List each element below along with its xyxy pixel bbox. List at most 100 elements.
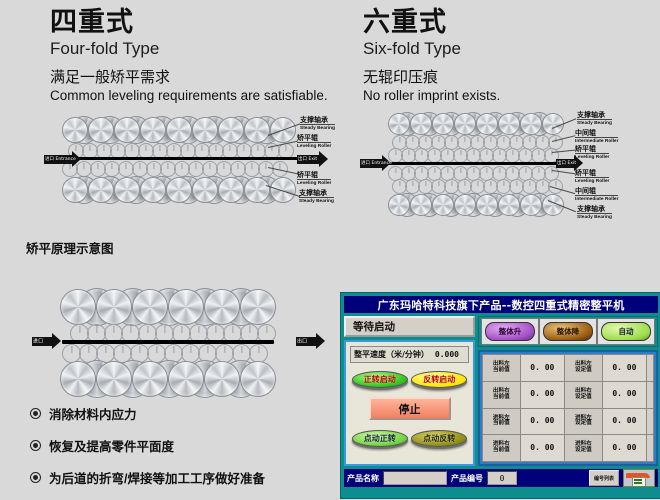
label-line-1: 进料左	[492, 414, 510, 421]
left-cn-title: 四重式	[50, 7, 134, 37]
hmi-panel: 广东玛哈特科技旗下产品--数控四重式精密整平机 等待启动 整平速度（米/分钟） …	[340, 292, 660, 499]
jog-reverse-button[interactable]: 点动反转	[411, 430, 468, 447]
row-current-label: 进料左 当前值	[482, 407, 521, 436]
raise-all-button-wrap: 整体升	[481, 318, 539, 345]
table-row: 进料右 当前值 0. 00 进料右 设定值 0. 00	[482, 434, 654, 462]
row-set-value[interactable]: 0. 00	[601, 434, 648, 462]
product-number-label: 产品编号	[451, 473, 483, 483]
start-button-row: 正转启动 反转启动	[350, 371, 469, 388]
callout-cn: 支撑轴承	[300, 117, 328, 124]
bullet-item: 为后道的折弯/焊接等加工工序做好准备	[30, 468, 265, 487]
four-fold-roller-diagram	[60, 116, 312, 220]
reverse-start-button[interactable]: 反转启动	[411, 371, 468, 388]
callout-en: Steady Bearing	[577, 119, 612, 126]
label-line-1: 进料右	[492, 441, 510, 448]
metal-sheet-strip	[60, 157, 306, 160]
callout-cn: 中间辊	[575, 188, 596, 195]
forward-start-button[interactable]: 正转启动	[351, 371, 408, 388]
callout-cn: 矫平辊	[575, 170, 596, 177]
hmi-right-column: 整体升 整体降 自动 出料左 当前值	[478, 316, 658, 466]
product-number-input[interactable]: 0	[487, 471, 517, 485]
row-current-value[interactable]: 0. 00	[519, 434, 566, 462]
callout-cn: 支撑轴承	[299, 190, 327, 197]
callout-cn: 矫平辊	[297, 172, 318, 179]
label-line-2: 设定值	[574, 420, 592, 427]
callout-cn: 中间辊	[575, 130, 596, 137]
table-row: 出料右 当前值 0. 00 出料右 设定值 0. 00	[482, 380, 654, 409]
callout-en: Intermediate Roller	[575, 195, 619, 202]
auto-mode-button[interactable]: 自动	[601, 322, 651, 341]
gap-adjust-button-bar: 整体升 整体降 自动	[478, 316, 658, 347]
six-fold-callout-2: 矫平辊 Leveling Roller	[575, 146, 610, 160]
machine-thumbnail-icon[interactable]	[623, 469, 655, 487]
four-fold-callout-3: 支撑轴承 Steady Bearing	[299, 190, 334, 204]
leveling-speed-label: 整平速度（米/分钟）	[354, 350, 429, 359]
six-fold-roller-diagram	[386, 112, 573, 224]
bullet-text: 恢复及提高零件平面度	[49, 440, 175, 454]
row-spacer	[646, 407, 654, 436]
principle-exit-arrow: 出口	[296, 333, 325, 349]
number-list-button[interactable]: 编号列表	[589, 470, 619, 486]
right-heading-block: 六重式 Six-fold Type 无辊印压痕 No roller imprin…	[363, 8, 653, 105]
hmi-body: 等待启动 整平速度（米/分钟） 0.000 正转启动 反转启动 停止 点动正转 …	[344, 316, 658, 466]
bullet-item: 消除材料内应力	[30, 404, 265, 423]
six-fold-callout-4: 中间辊 Intermediate Roller	[575, 188, 619, 202]
lower-all-button[interactable]: 整体降	[543, 322, 593, 341]
six-fold-entrance-label: 进口 Entrance	[361, 161, 392, 166]
product-name-input[interactable]	[383, 471, 447, 485]
callout-cn: 支撑轴承	[577, 206, 605, 213]
row-set-value[interactable]: 0. 00	[601, 354, 648, 382]
hmi-left-column: 等待启动 整平速度（米/分钟） 0.000 正转启动 反转启动 停止 点动正转 …	[344, 316, 475, 466]
bullet-dot-icon	[30, 408, 41, 419]
bullet-text: 为后道的折弯/焊接等加工工序做好准备	[49, 472, 265, 486]
right-cn-title: 六重式	[363, 7, 447, 37]
row-current-value[interactable]: 0. 00	[519, 380, 566, 409]
bullet-dot-icon	[30, 440, 41, 451]
label-line-1: 出料右	[574, 387, 592, 394]
six-fold-callout-5: 支撑轴承 Steady Bearing	[577, 206, 612, 220]
table-row: 出料左 当前值 0. 00 出料左 设定值 0. 00	[482, 354, 654, 382]
principle-exit-label: 出口	[297, 338, 308, 345]
callout-en: Leveling Roller	[297, 142, 332, 149]
row-set-value[interactable]: 0. 00	[601, 380, 648, 409]
six-fold-callout-0: 支撑轴承 Steady Bearing	[577, 112, 612, 126]
row-current-value[interactable]: 0. 00	[519, 354, 566, 382]
label-line-2: 当前值	[492, 393, 510, 400]
label-line-1: 出料左	[574, 361, 592, 368]
callout-en: Leveling Roller	[575, 177, 610, 184]
auto-mode-button-wrap: 自动	[597, 318, 655, 345]
row-current-value[interactable]: 0. 00	[519, 407, 566, 436]
right-cn-subtitle: 无辊印压痕	[363, 68, 439, 86]
label-line-2: 当前值	[492, 447, 510, 454]
callout-en: Leveling Roller	[297, 179, 332, 186]
callout-cn: 矫平辊	[575, 146, 596, 153]
left-en-title: Four-fold Type	[50, 39, 160, 59]
four-fold-entrance-arrow: 进口 Entrance	[44, 151, 81, 167]
four-fold-exit-arrow: 出口 Exit	[297, 151, 328, 167]
four-fold-callout-0: 支撑轴承 Steady Bearing	[300, 117, 335, 131]
motion-control-card: 整平速度（米/分钟） 0.000 正转启动 反转启动 停止 点动正转 点动反转	[344, 340, 475, 466]
principle-entrance-arrow: 进口	[32, 333, 61, 349]
four-fold-entrance-label: 进口 Entrance	[45, 157, 76, 162]
bullet-text: 消除材料内应力	[49, 408, 137, 422]
metal-sheet-strip	[386, 162, 570, 165]
table-row: 进料左 当前值 0. 00 进料左 设定值 0. 00	[482, 407, 654, 436]
label-line-1: 进料右	[574, 441, 592, 448]
row-set-value[interactable]: 0. 00	[601, 407, 648, 436]
label-line-2: 设定值	[574, 393, 592, 400]
metal-sheet-strip	[62, 340, 274, 344]
bullet-dot-icon	[30, 472, 41, 483]
jog-forward-button[interactable]: 点动正转	[351, 430, 408, 447]
six-fold-exit-arrow: 出口 Exit	[556, 155, 583, 171]
label-line-2: 设定值	[574, 366, 592, 373]
leveling-speed-value: 0.000	[434, 350, 459, 359]
leveling-speed-row: 整平速度（米/分钟） 0.000	[350, 346, 469, 363]
left-en-subtitle: Common leveling requirements are satisfi…	[50, 88, 328, 104]
machine-status-display: 等待启动	[344, 316, 475, 337]
stop-button[interactable]: 停止	[368, 397, 451, 420]
roller-gap-table: 出料左 当前值 0. 00 出料左 设定值 0. 00	[478, 350, 658, 466]
left-heading-block: 四重式 Four-fold Type 满足一般矫平需求 Common level…	[50, 8, 340, 105]
hmi-title-bar: 广东玛哈特科技旗下产品--数控四重式精密整平机	[344, 296, 658, 313]
raise-all-button[interactable]: 整体升	[485, 322, 535, 341]
row-current-label: 出料右 当前值	[482, 380, 521, 409]
